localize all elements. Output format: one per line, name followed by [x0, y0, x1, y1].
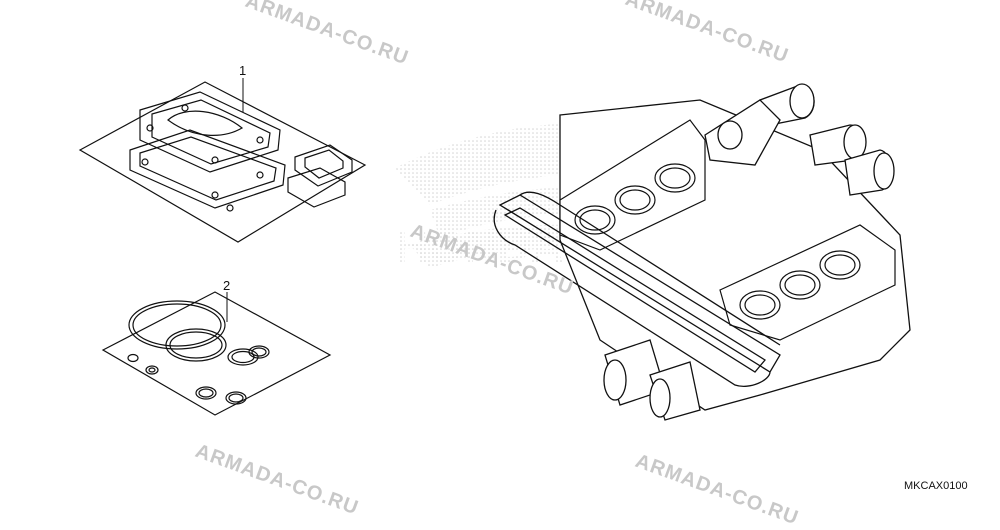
- parts-diagram: HONDA: [78, 0, 968, 529]
- cover-loop-gasket: [493, 191, 781, 387]
- diagram-code: MKCAX0100: [904, 480, 968, 492]
- gasket-kit-sheet-1: [78, 81, 367, 243]
- head-gasket-rear: [719, 224, 896, 341]
- honda-logo-text: HONDA: [395, 220, 564, 272]
- o-ring-kit-sheet-2: [101, 291, 332, 416]
- diagram-drawing: HONDA: [78, 78, 911, 421]
- callout-part-2: 2: [223, 278, 231, 293]
- callout-part-1: 1: [239, 63, 247, 78]
- head-gasket-front: [559, 119, 706, 251]
